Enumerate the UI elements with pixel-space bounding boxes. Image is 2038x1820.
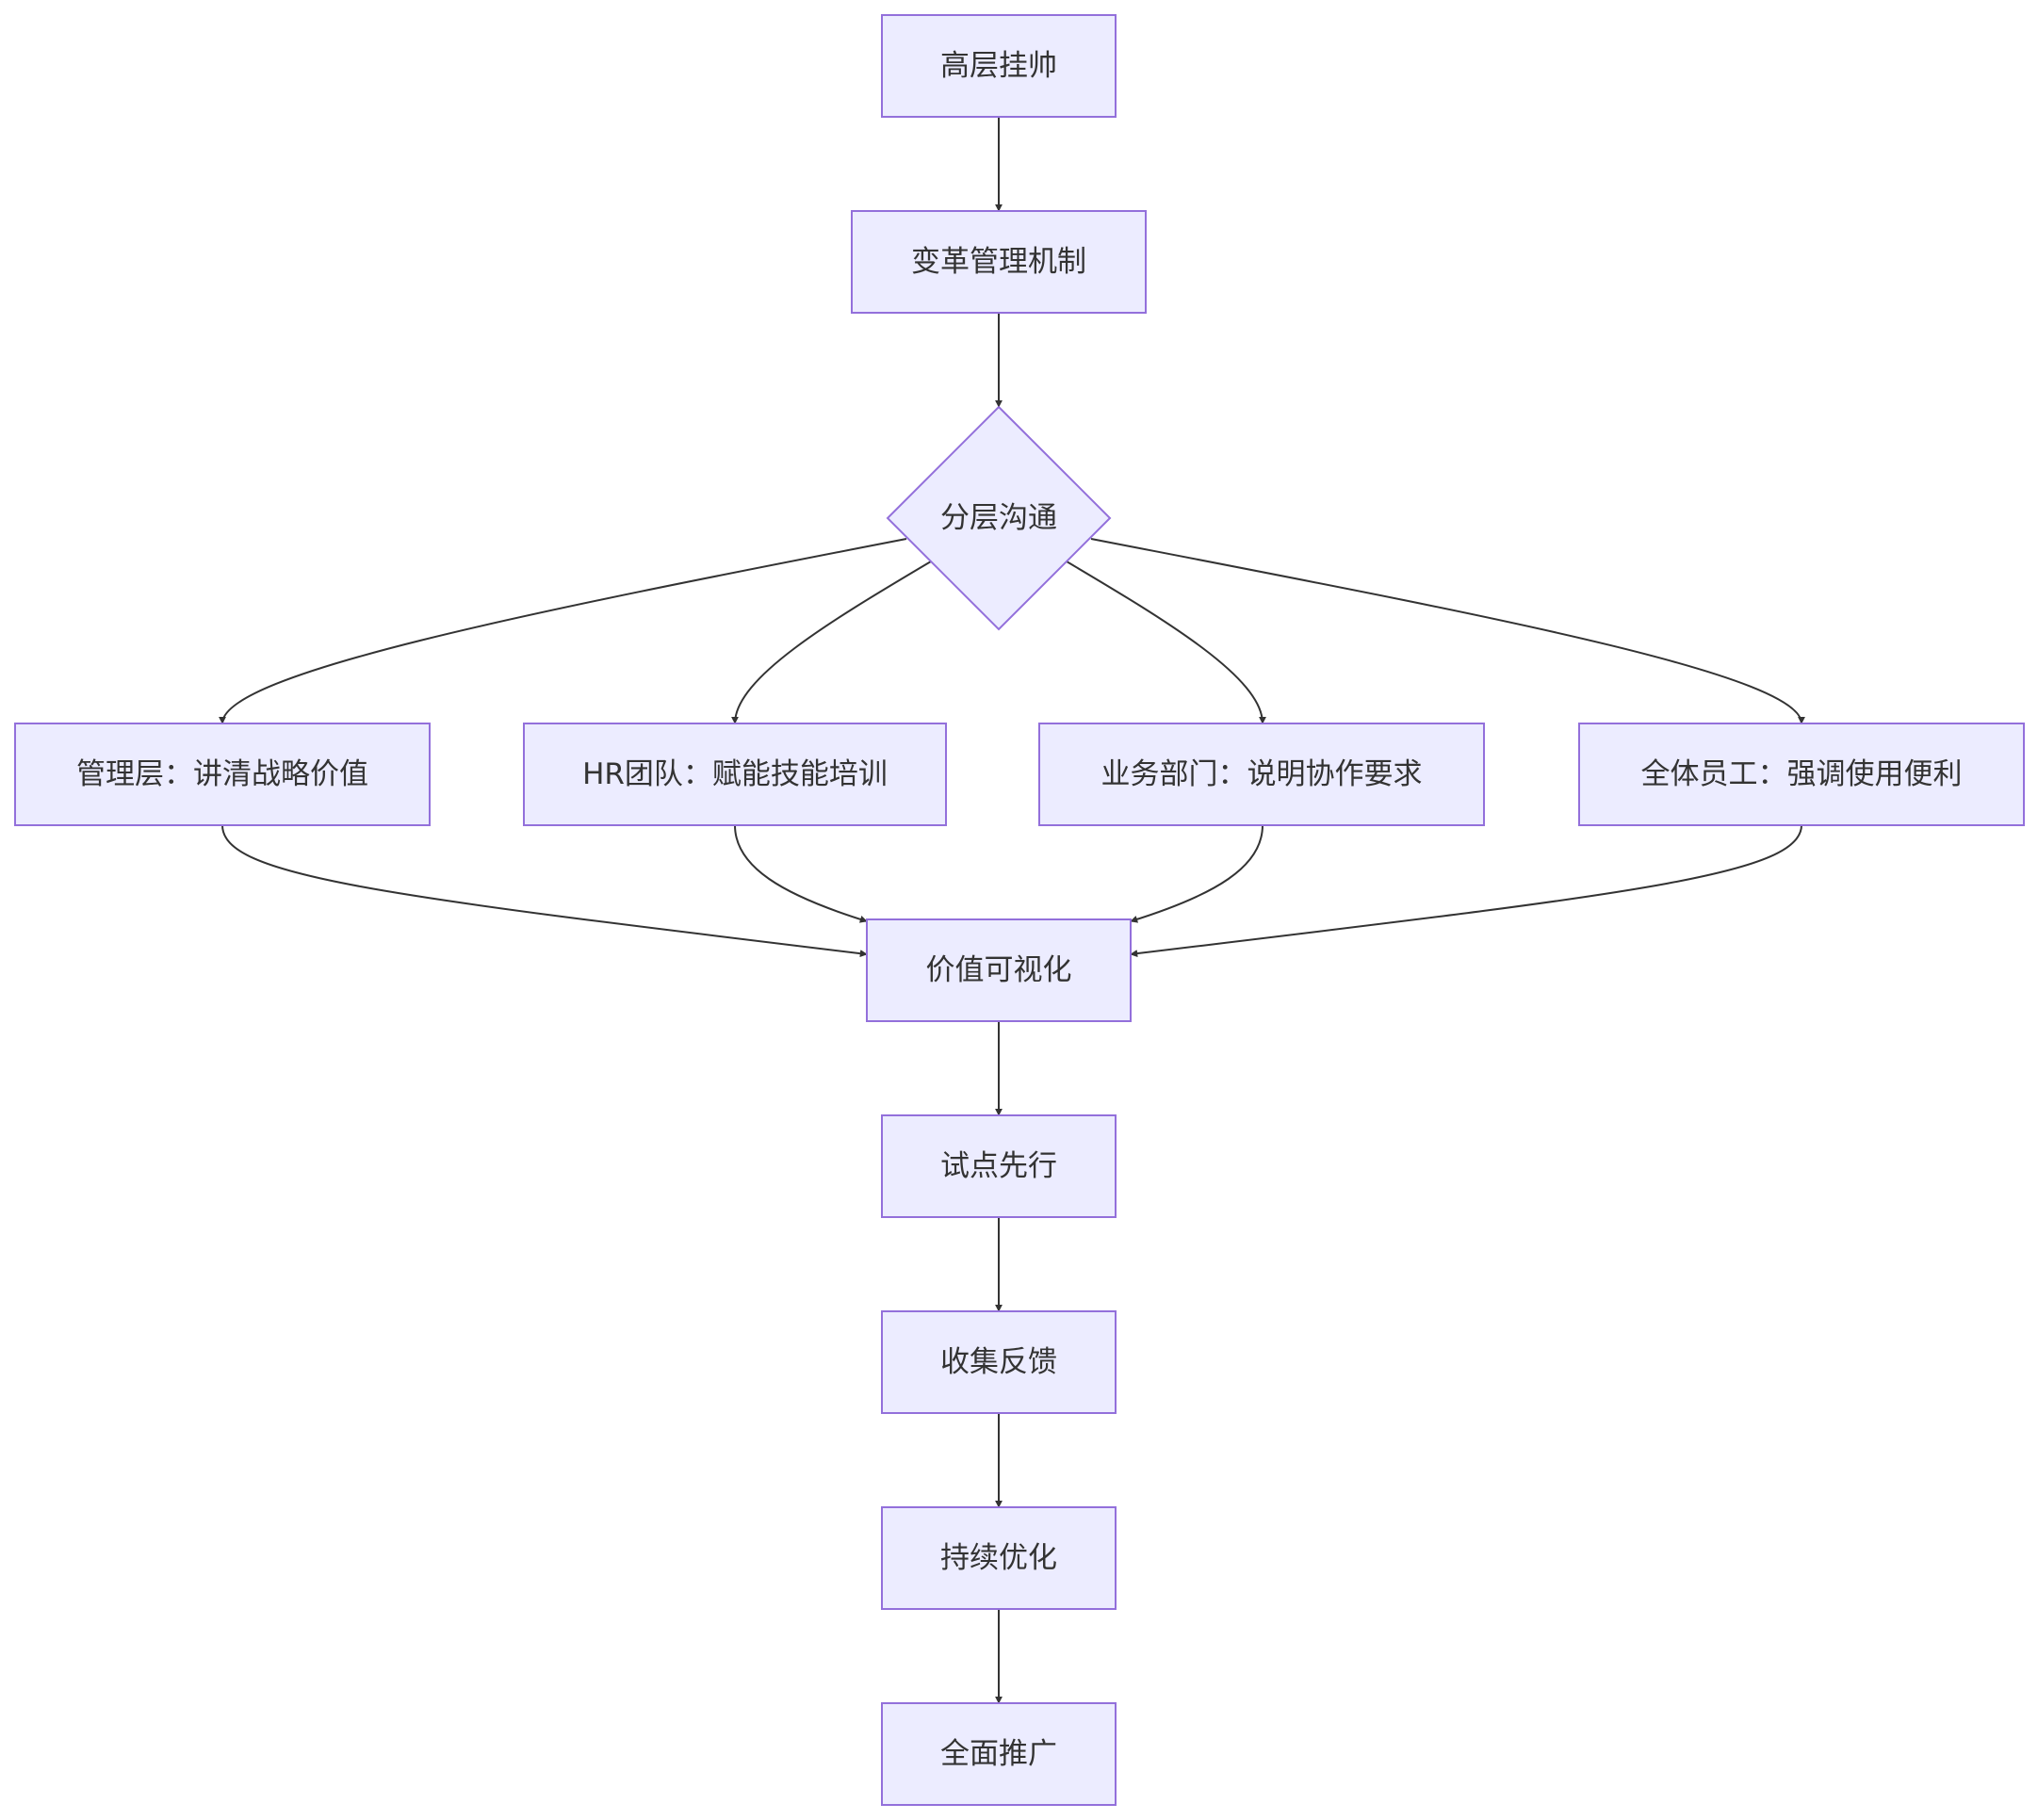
- process-box: [881, 1310, 1117, 1414]
- process-box: [881, 1114, 1117, 1218]
- node-label: 分层沟通: [940, 501, 1057, 535]
- decision-diamond: [886, 405, 1112, 631]
- node-n11: 持续优化: [881, 1506, 1117, 1610]
- node-n1: 高层挂帅: [881, 14, 1117, 118]
- process-box: [866, 918, 1132, 1022]
- process-box: [1578, 723, 2025, 826]
- edge-n4-n8: [221, 824, 868, 958]
- node-n3: 分层沟通: [886, 405, 1112, 631]
- process-box: [523, 723, 947, 826]
- process-box: [14, 723, 431, 826]
- node-n4: 管理层：讲清战略价值: [14, 723, 431, 826]
- node-label: 管理层：讲清战略价值: [76, 757, 368, 791]
- process-box: [1038, 723, 1485, 826]
- node-n9: 试点先行: [881, 1114, 1117, 1218]
- node-n8: 价值可视化: [866, 918, 1132, 1022]
- node-n12: 全面推广: [881, 1702, 1117, 1806]
- node-label: 全面推广: [940, 1737, 1057, 1771]
- edge-n3-n4: [219, 538, 907, 724]
- node-label: 试点先行: [940, 1149, 1057, 1183]
- node-n5: HR团队：赋能技能培训: [523, 723, 947, 826]
- node-label: 变革管理机制: [911, 245, 1086, 279]
- node-label: 全体员工：强调使用便利: [1641, 757, 1963, 791]
- edge-n3-n5: [731, 561, 932, 724]
- node-label: 业务部门：说明协作要求: [1101, 757, 1423, 791]
- edge-n6-n8: [1130, 824, 1264, 923]
- node-n10: 收集反馈: [881, 1310, 1117, 1414]
- process-box: [881, 1506, 1117, 1610]
- process-box: [851, 210, 1147, 314]
- node-label: 高层挂帅: [940, 49, 1057, 83]
- edge-n7-n8: [1130, 824, 1802, 958]
- process-box: [881, 1702, 1117, 1806]
- node-label: HR团队：赋能技能培训: [582, 757, 888, 791]
- edge-n5-n8: [734, 824, 868, 923]
- edge-n3-n7: [1090, 538, 1805, 724]
- edges-layer: [219, 117, 1805, 1704]
- node-label: 收集反馈: [940, 1345, 1057, 1379]
- process-box: [881, 14, 1117, 118]
- node-label: 持续优化: [940, 1541, 1057, 1575]
- edge-n3-n6: [1066, 561, 1266, 724]
- node-n6: 业务部门：说明协作要求: [1038, 723, 1485, 826]
- node-n7: 全体员工：强调使用便利: [1578, 723, 2025, 826]
- node-n2: 变革管理机制: [851, 210, 1147, 314]
- node-label: 价值可视化: [926, 953, 1072, 987]
